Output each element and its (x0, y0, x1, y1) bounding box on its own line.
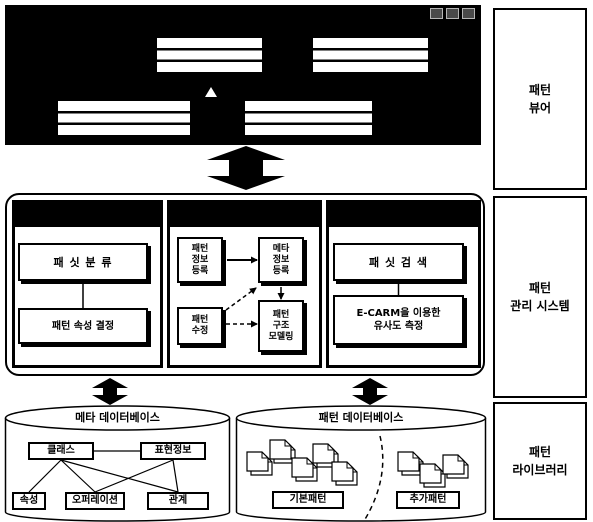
document-icon (335, 465, 358, 486)
viewer-menu-bar (313, 38, 428, 72)
similarity-measure-label: E-CARM을 이용한 유사도 측정 (356, 308, 441, 332)
library-layer-label: 패턴 라이브러리 (512, 445, 568, 477)
viewer-management-double-arrow-icon (207, 146, 285, 190)
pattern-info-registration-box: 패턴 정보 등록 (177, 237, 223, 283)
document-icon (246, 451, 269, 472)
basic-pattern-label: 기본패턴 (289, 494, 327, 505)
panel-header-bar (170, 203, 319, 227)
document-icon (295, 461, 318, 482)
window-control-icon (446, 8, 459, 19)
representation-relation-link (172, 459, 179, 493)
viewer-layer-label-box: 패턴 뷰어 (493, 8, 587, 190)
document-icon (442, 454, 465, 475)
library-layer-label-box: 패턴 라이브러리 (493, 402, 587, 520)
facet-classification-box: 패 싯 분 류 (18, 243, 148, 281)
relation-label: 관계 (168, 495, 188, 506)
pattern-database-title: 패턴 데이터베이스 (318, 411, 404, 424)
basic-pattern-box: 기본패턴 (272, 491, 344, 509)
attribute-determination-label: 패턴 속성 결정 (51, 320, 115, 332)
meta-info-registration-box: 메타 정보 등록 (258, 237, 304, 283)
pattern-group-divider (363, 435, 384, 522)
meta-database-title: 메타 데이터베이스 (75, 411, 160, 424)
pattern-modify-label: 패턴 수정 (191, 315, 209, 336)
management-layer-label: 패턴 관리 시스템 (510, 281, 570, 313)
document-icon (250, 455, 273, 476)
document-icon (316, 447, 339, 468)
pattern-search-panel: 패 싯 검 색 E-CARM을 이용한 유사도 측정 (326, 200, 481, 368)
document-icon (331, 461, 354, 482)
class-relation-link (60, 459, 179, 493)
operation-label: 오퍼레이션 (72, 495, 118, 506)
facet-classification-panel: 패 싯 분 류 패턴 속성 결정 (12, 200, 163, 368)
representation-box: 표현정보 (140, 442, 206, 460)
window-control-icon (462, 8, 475, 19)
document-icon (419, 463, 442, 484)
pattern-info-registration-label: 패턴 정보 등록 (191, 243, 209, 276)
document-icon (401, 455, 424, 476)
structure-modeling-box: 패턴 구조 모델링 (258, 300, 304, 352)
pattern-modify-box: 패턴 수정 (177, 307, 223, 345)
class-box: 클래스 (28, 442, 94, 460)
attribute-determination-box: 패턴 속성 결정 (18, 308, 148, 344)
similarity-measure-box: E-CARM을 이용한 유사도 측정 (333, 295, 464, 345)
management-pattern-database-double-arrow-icon (352, 378, 388, 405)
facet-classification-label: 패 싯 분 류 (53, 256, 113, 269)
document-icon (397, 451, 420, 472)
viewer-menu-bar (58, 101, 190, 135)
operation-box: 오퍼레이션 (65, 492, 125, 510)
document-icon (423, 467, 446, 488)
document-icon (273, 443, 296, 464)
viewer-menu-bar (157, 38, 262, 72)
basic-pattern-documents (246, 439, 358, 486)
document-icon (446, 458, 469, 479)
panel-header-bar (329, 203, 478, 227)
facet-search-box: 패 싯 검 색 (333, 243, 464, 281)
representation-operation-link (94, 459, 174, 493)
class-operation-link (60, 459, 96, 493)
relation-box: 관계 (147, 492, 209, 510)
management-meta-database-double-arrow-icon (92, 378, 128, 405)
additional-pattern-documents (397, 451, 469, 488)
document-icon (269, 439, 292, 460)
class-label: 클래스 (47, 445, 75, 456)
facet-search-label: 패 싯 검 색 (369, 256, 428, 269)
pattern-registration-panel: 패턴 정보 등록 메타 정보 등록 패턴 수정 패턴 구조 모델링 (167, 200, 322, 368)
viewer-menu-bar (245, 101, 372, 135)
attribute-box: 속성 (12, 492, 46, 510)
pattern-viewer-screen (5, 5, 481, 145)
management-layer-label-box: 패턴 관리 시스템 (493, 196, 587, 398)
management-system-frame (5, 193, 485, 376)
additional-pattern-label: 추가패턴 (409, 494, 447, 505)
attribute-label: 속성 (19, 495, 39, 506)
class-attribute-link (28, 459, 62, 493)
panel-header-bar (15, 203, 160, 227)
structure-modeling-label: 패턴 구조 모델링 (268, 309, 294, 342)
additional-pattern-box: 추가패턴 (396, 491, 460, 509)
window-control-icon (430, 8, 443, 19)
viewer-layer-label: 패턴 뷰어 (528, 83, 552, 115)
meta-info-registration-label: 메타 정보 등록 (272, 243, 290, 276)
document-icon (291, 457, 314, 478)
document-icon (312, 443, 335, 464)
representation-label: 표현정보 (154, 445, 192, 456)
